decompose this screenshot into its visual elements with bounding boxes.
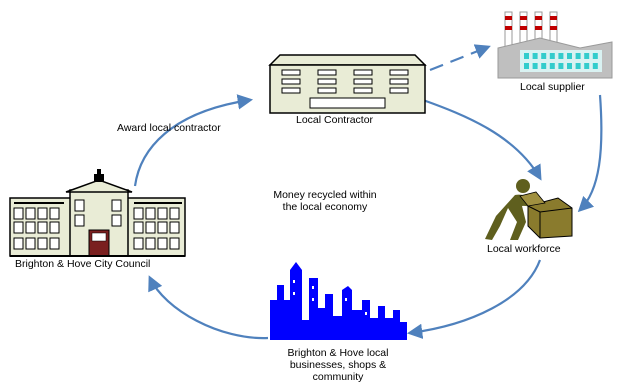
center-text: Money recycled within the local economy — [255, 189, 395, 213]
award-label: Award local contractor — [117, 122, 221, 134]
contractor-label: Local Contractor — [296, 114, 374, 126]
council-building-icon — [9, 169, 186, 257]
arrow-workforce-to-community — [406, 259, 542, 340]
city-skyline-icon — [270, 262, 407, 340]
arrow-council-to-contractor — [133, 94, 254, 187]
arrow-community-to-council — [148, 275, 269, 340]
arrow-contractor-to-workforce — [422, 98, 542, 181]
factory-icon — [497, 11, 613, 79]
arrow-supplier-to-workforce — [577, 94, 603, 213]
center-text-line1: Money recycled within — [273, 189, 377, 201]
arrow-contractor-to-supplier — [429, 44, 491, 72]
community-label: Brighton & Hove local businesses, shops … — [287, 347, 389, 383]
council-label: Brighton & Hove City Council — [15, 258, 151, 270]
contractor-building-icon — [268, 54, 427, 114]
supplier-label: Local supplier — [520, 81, 585, 93]
center-text-line2: the local economy — [282, 201, 368, 213]
workforce-label: Local workforce — [487, 243, 561, 255]
worker-with-box-icon — [485, 179, 573, 240]
